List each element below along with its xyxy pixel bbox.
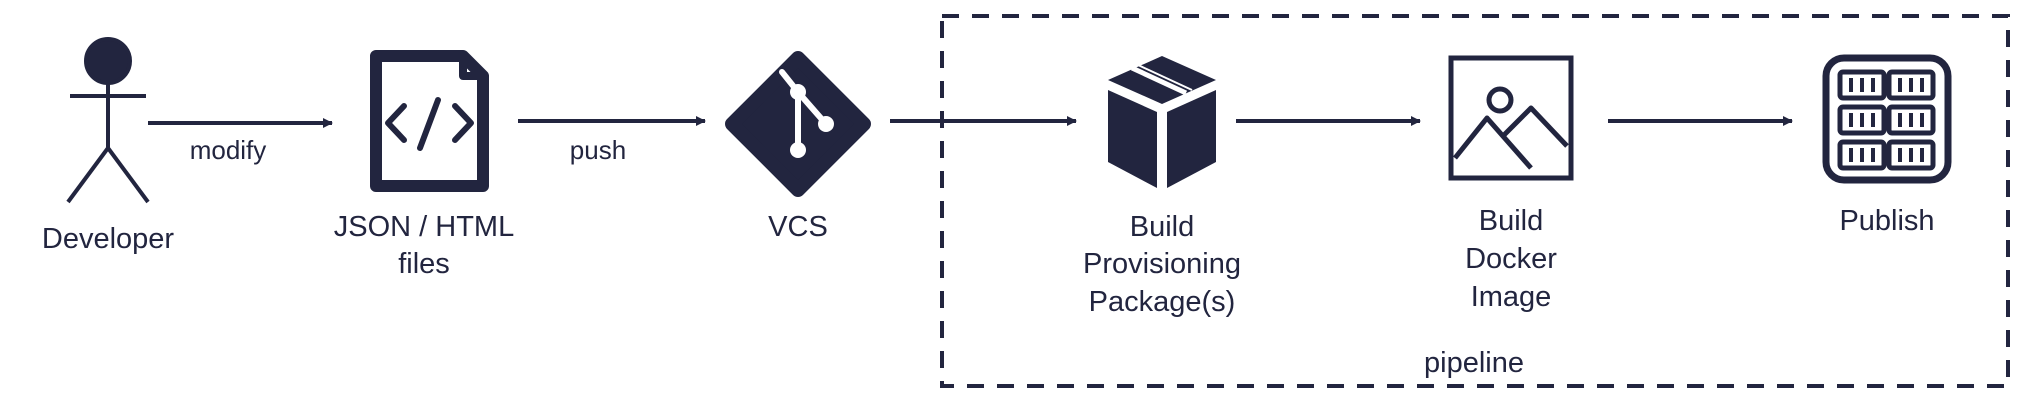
rack-cell: [1837, 139, 1887, 171]
pipeline-boundary: [940, 14, 2010, 388]
files-node[interactable]: JSON / HTML files: [334, 50, 514, 280]
build-image-node[interactable]: Build Docker Image: [1448, 55, 1574, 313]
build-package-label-line-1: Build: [1130, 211, 1195, 243]
image-icon: [1448, 55, 1574, 181]
vcs-node[interactable]: VCS: [725, 51, 871, 243]
build-package-label-line-2: Provisioning: [1083, 248, 1241, 280]
build-image-label-line-3: Image: [1471, 281, 1552, 313]
build-package-node[interactable]: Build Provisioning Package(s): [1083, 56, 1241, 318]
server-rack-icon: [1822, 54, 1952, 184]
modify-label: modify: [190, 135, 267, 165]
publish-label: Publish: [1839, 205, 1934, 237]
publish-node[interactable]: Publish: [1822, 54, 1952, 237]
rack-cell: [1837, 69, 1887, 101]
rack-cell: [1837, 104, 1887, 136]
edge-modify: modify: [148, 118, 333, 165]
person-icon: [66, 37, 150, 204]
developer-node[interactable]: Developer: [42, 37, 175, 255]
files-label-line-1: JSON / HTML: [334, 211, 514, 243]
rack-cell: [1886, 104, 1936, 136]
edge-push: push: [518, 116, 706, 165]
rack-cell: [1886, 139, 1936, 171]
rack-cell: [1886, 69, 1936, 101]
code-file-icon: [370, 50, 489, 192]
developer-label: Developer: [42, 223, 175, 255]
pipeline-label: pipeline: [1424, 347, 1524, 379]
git-icon: [725, 51, 871, 197]
vcs-label: VCS: [768, 211, 828, 243]
package-box-icon: [1108, 56, 1216, 188]
push-label: push: [570, 135, 626, 165]
build-package-label-line-3: Package(s): [1089, 286, 1236, 318]
build-image-label-line-1: Build: [1479, 205, 1544, 237]
files-label-line-2: files: [398, 248, 450, 280]
build-image-label-line-2: Docker: [1465, 243, 1557, 275]
